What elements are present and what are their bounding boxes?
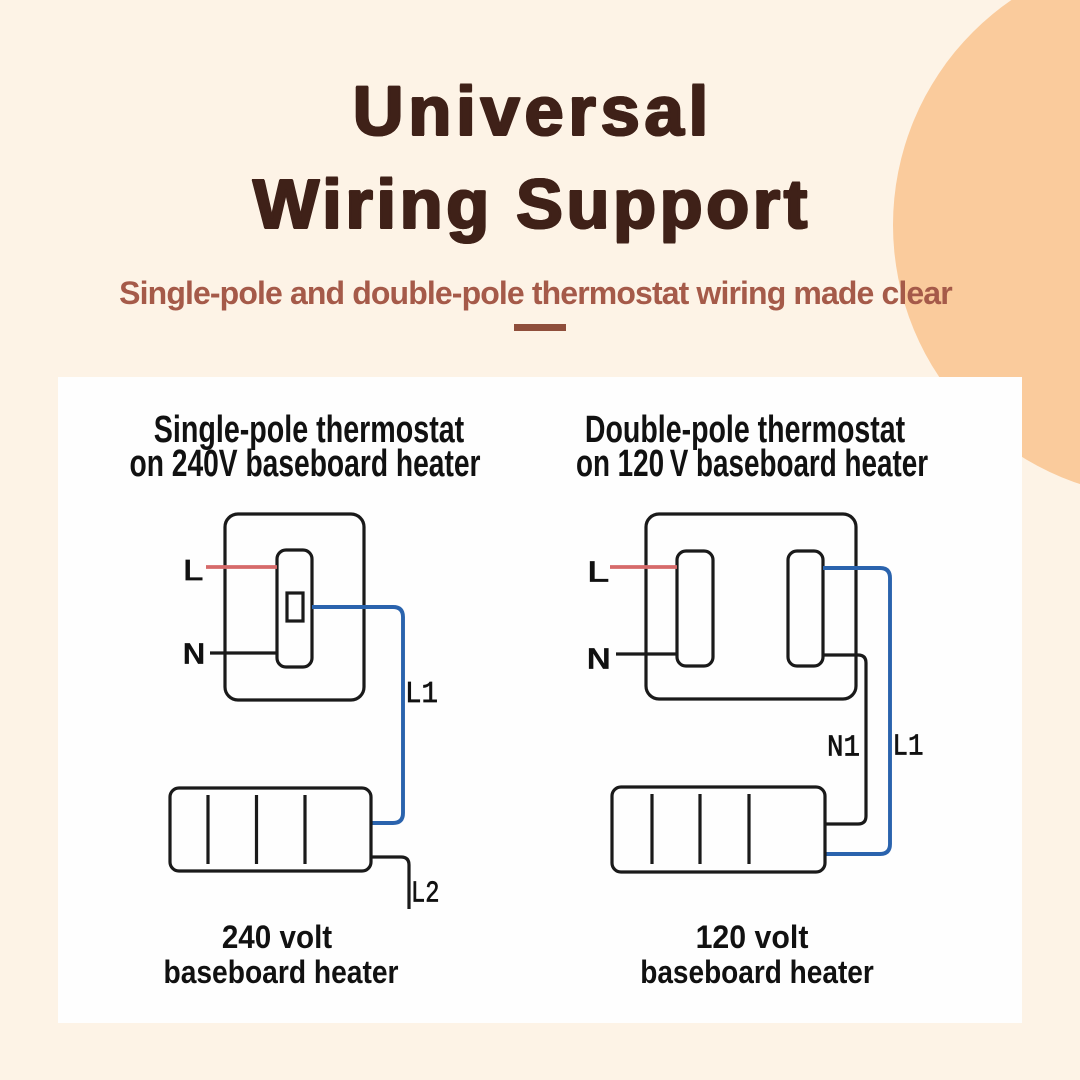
svg-text:L: L bbox=[586, 557, 611, 592]
svg-text:L1: L1 bbox=[405, 677, 438, 712]
svg-text:L1: L1 bbox=[893, 730, 924, 765]
svg-text:L2: L2 bbox=[411, 877, 440, 912]
svg-text:N: N bbox=[182, 639, 206, 674]
svg-text:L: L bbox=[182, 555, 205, 590]
svg-text:N: N bbox=[586, 643, 612, 678]
svg-text:N1: N1 bbox=[827, 730, 860, 765]
